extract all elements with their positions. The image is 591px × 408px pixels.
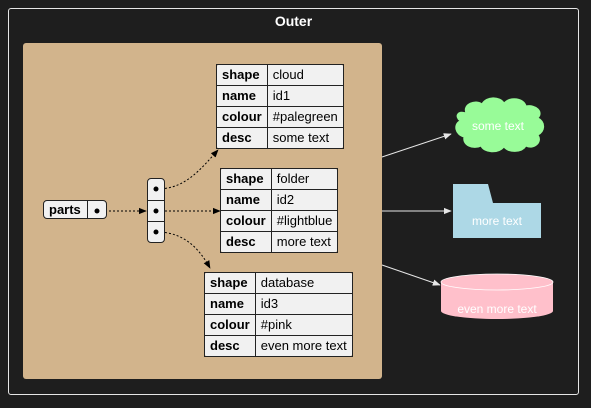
container-to-database-arrow (381, 264, 441, 286)
list-divider (148, 221, 164, 222)
cloud-label: some text (471, 119, 525, 133)
outer-frame: Outer (8, 8, 579, 395)
list-port-dot (153, 229, 159, 235)
parts-divider (87, 201, 88, 218)
folder-shape (453, 184, 541, 238)
list-port-dot (153, 186, 159, 192)
table-row: colour#lightblue (220, 210, 339, 232)
container-to-cloud-arrow (381, 133, 452, 158)
outer-title: Outer (274, 13, 313, 29)
database-shape (441, 282, 553, 319)
list-port-dot (153, 208, 159, 214)
database-top (440, 273, 554, 291)
table-row: colour#palegreen (216, 106, 344, 128)
database-label: even more text (457, 302, 537, 316)
cloud-shape (455, 97, 545, 153)
list-divider (148, 200, 164, 201)
parts-label: parts (49, 202, 81, 217)
folder-label: more text (471, 214, 522, 228)
list-to-database-arrow (156, 231, 211, 269)
parts-port-dot (94, 208, 100, 214)
list-to-cloud-arrow (156, 149, 219, 190)
parts-node: parts (43, 200, 107, 219)
